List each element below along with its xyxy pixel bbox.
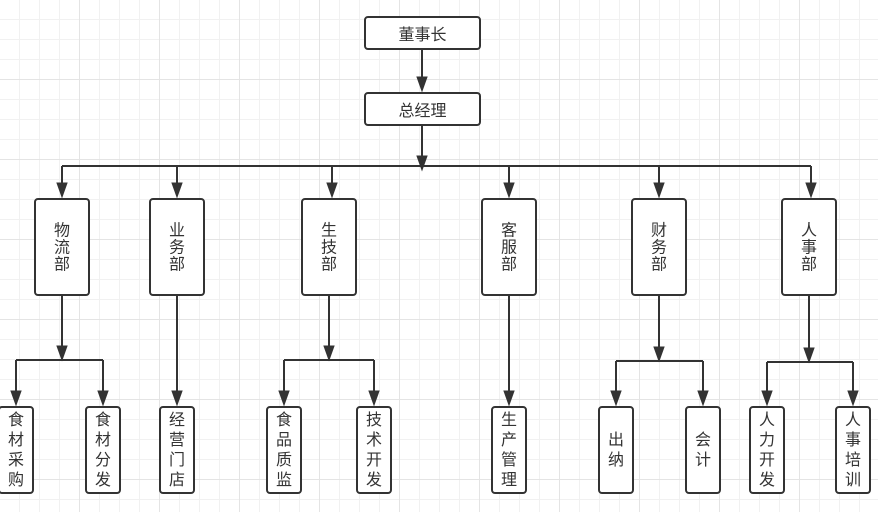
arrow-to-dept-3 (503, 182, 515, 199)
leaf-box-logistics-0-label: 食 材 采 购 (7, 410, 24, 489)
chairman-box: 董事长 (364, 16, 481, 50)
leaf-box-production-0-label: 食 品 质 监 (275, 410, 292, 489)
arrow-split-leaf-2-1 (368, 390, 380, 407)
arrow-split-leaf-2-0 (278, 390, 290, 407)
leaf-box-business-0-label: 经 营 门 店 (168, 410, 185, 489)
arrow-split-leaf-0-0 (10, 390, 22, 407)
arrow-to-dept-2 (326, 182, 338, 199)
leaf-box-logistics-1: 食 材 分 发 (85, 406, 121, 494)
dept-box-finance-label: 财 务 部 (650, 220, 667, 274)
arrow-dept-split-2 (323, 345, 335, 362)
dept-box-hr-label: 人 事 部 (800, 220, 817, 274)
chairman-box-label: 董事长 (398, 25, 447, 44)
dept-box-business: 业 务 部 (149, 198, 205, 296)
leaf-box-production-1-label: 技 术 开 发 (365, 410, 382, 489)
dept-box-service: 客 服 部 (481, 198, 537, 296)
leaf-box-hr-0: 人 力 开 发 (749, 406, 785, 494)
arrow-split-leaf-5-1 (847, 390, 859, 407)
arrow-split-leaf-0-1 (97, 390, 109, 407)
leaf-box-finance-0-label: 出 纳 (607, 430, 624, 469)
leaf-box-finance-0: 出 纳 (598, 406, 634, 494)
dept-box-logistics-label: 物 流 部 (53, 220, 70, 274)
arrow-to-dept-1 (171, 182, 183, 199)
dept-box-production-label: 生 技 部 (320, 220, 337, 274)
arrow-to-dept-4 (653, 182, 665, 199)
dept-box-finance: 财 务 部 (631, 198, 687, 296)
leaf-box-hr-1-label: 人 事 培 训 (844, 410, 861, 489)
leaf-box-logistics-1-label: 食 材 分 发 (94, 410, 111, 489)
leaf-box-logistics-0: 食 材 采 购 (0, 406, 34, 494)
arrow-chairman-gm (416, 76, 428, 93)
arrow-to-dept-5 (805, 182, 817, 199)
leaf-box-service-0: 生 产 管 理 (491, 406, 527, 494)
leaf-box-hr-1: 人 事 培 训 (835, 406, 871, 494)
arrow-split-leaf-4-0 (610, 390, 622, 407)
gm-box-label: 总经理 (398, 101, 447, 120)
leaf-box-service-0-label: 生 产 管 理 (500, 410, 517, 489)
gm-box: 总经理 (364, 92, 481, 126)
leaf-box-production-0: 食 品 质 监 (266, 406, 302, 494)
dept-box-hr: 人 事 部 (781, 198, 837, 296)
leaf-box-business-0: 经 营 门 店 (159, 406, 195, 494)
arrow-dept-leaf-3 (503, 390, 515, 407)
arrow-dept-split-0 (56, 345, 68, 362)
leaf-box-hr-0-label: 人 力 开 发 (758, 410, 775, 489)
arrow-dept-split-5 (803, 347, 815, 364)
arrow-dept-leaf-1 (171, 390, 183, 407)
dept-box-logistics: 物 流 部 (34, 198, 90, 296)
arrow-to-dept-0 (56, 182, 68, 199)
leaf-box-production-1: 技 术 开 发 (356, 406, 392, 494)
arrow-dept-split-4 (653, 346, 665, 363)
arrow-gm-bus (416, 155, 428, 172)
dept-box-business-label: 业 务 部 (168, 220, 185, 274)
dept-box-service-label: 客 服 部 (500, 220, 517, 274)
leaf-box-finance-1: 会 计 (685, 406, 721, 494)
dept-box-production: 生 技 部 (301, 198, 357, 296)
leaf-box-finance-1-label: 会 计 (694, 430, 711, 469)
arrow-split-leaf-4-1 (697, 390, 709, 407)
arrow-split-leaf-5-0 (761, 390, 773, 407)
